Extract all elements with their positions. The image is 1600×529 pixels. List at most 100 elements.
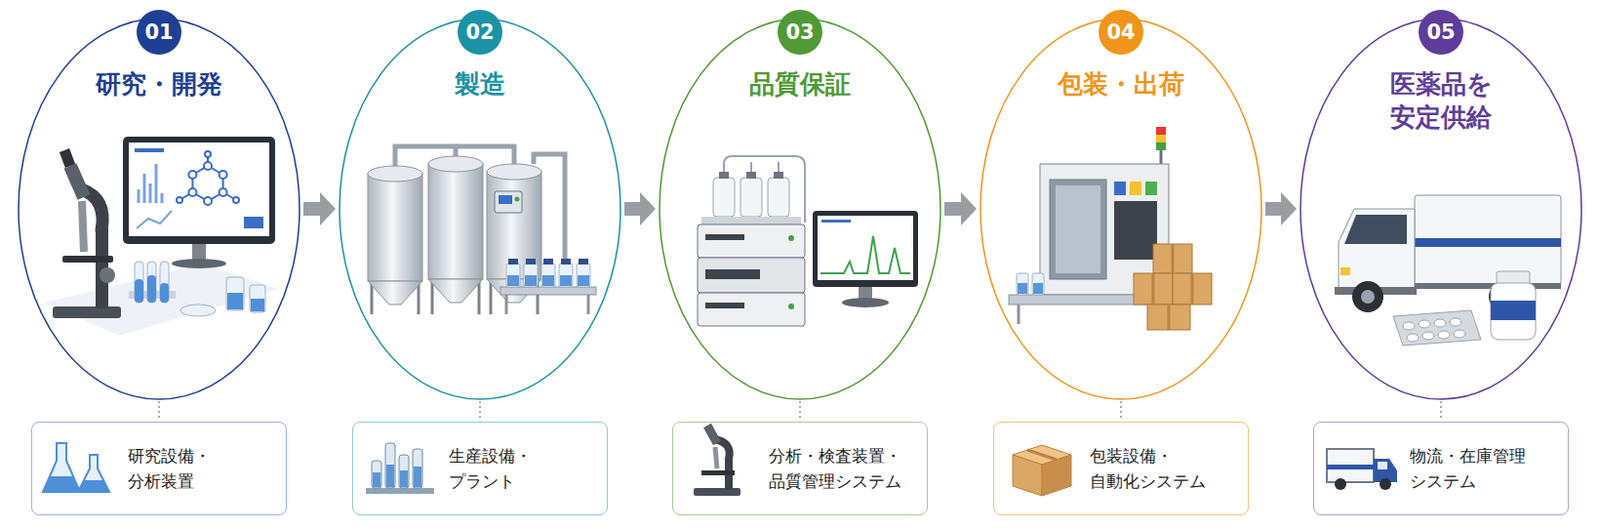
tube-rack-icon [365, 487, 435, 494]
lab-illustration [176, 197, 183, 203]
lab-illustration [203, 161, 212, 170]
delivery-illustration [1414, 195, 1561, 285]
dotted-leader [1440, 400, 1442, 421]
carton-icon [1027, 449, 1057, 460]
lab-illustration [180, 304, 216, 317]
delivery-illustration [1414, 238, 1561, 247]
plant-illustration [498, 195, 513, 204]
plant-illustration [428, 279, 483, 303]
lab-illustration [243, 216, 264, 229]
stage-title: 品質保証 [749, 68, 851, 102]
analyzer-illustration [697, 292, 805, 326]
stage-title: 医薬品を 安定供給 [1377, 68, 1505, 135]
delivery-illustration [1414, 282, 1561, 289]
analyzer-illustration [817, 215, 914, 280]
truck-icon [1326, 448, 1374, 482]
equipment-label: 物流・在庫管理 システム [1409, 442, 1557, 495]
delivery-illustration [1352, 280, 1384, 313]
lab-illustration [204, 151, 211, 158]
plant-illustration [428, 156, 483, 172]
analyzer-illustration [841, 297, 889, 308]
lab-illustration [249, 284, 266, 313]
delivery-illustration [1453, 329, 1466, 338]
lab-illustration [188, 170, 197, 179]
plant-illustration [525, 258, 536, 265]
plant-illustration [506, 263, 591, 287]
lab-illustration [219, 170, 228, 179]
analyzer-illustration [705, 269, 760, 280]
analyzer-illustration [812, 210, 919, 287]
equipment-box: 生産設備・ プラント [352, 421, 608, 516]
packaging-illustration [1160, 150, 1163, 164]
plant-illustration [578, 258, 589, 265]
flow-arrow [944, 192, 977, 226]
packaging-illustration [1153, 243, 1193, 330]
packaging-illustration [1133, 243, 1212, 330]
stage-circle: 02製造 [338, 17, 622, 400]
plant-illustration [524, 275, 537, 286]
lab-illustration [134, 279, 144, 303]
delivery-illustration [1334, 195, 1561, 346]
plant-illustration [542, 275, 555, 286]
delivery-illustration [1490, 300, 1536, 320]
packaging-illustration [1033, 282, 1043, 294]
analyzer-illustration [767, 177, 790, 217]
flow-arrow [303, 192, 336, 226]
delivery-illustration [1402, 318, 1466, 342]
analyzer-illustration [820, 236, 911, 274]
lab-illustration [192, 165, 223, 201]
lab-illustration [250, 298, 265, 312]
flask-icon [78, 480, 110, 492]
packaging-illustration [1191, 273, 1195, 305]
packaging-illustration [1133, 273, 1173, 305]
delivery-illustration [1360, 289, 1375, 304]
packaging-illustration [1152, 273, 1156, 305]
plant-illustration [428, 163, 483, 280]
lab-illustration [70, 165, 84, 198]
packaging-illustration [1156, 142, 1166, 151]
plant-illustration [507, 275, 590, 286]
lab-illustration [149, 183, 153, 203]
packaging-illustration [1172, 273, 1212, 305]
step-number: 02 [457, 9, 503, 55]
lab-illustration [143, 173, 147, 203]
analyzer-illustration [705, 302, 745, 309]
step-number: 03 [777, 9, 823, 55]
dotted-leader [799, 400, 801, 421]
flask-icon [42, 476, 80, 492]
lab-illustration [160, 282, 169, 303]
lab-illustration [122, 136, 276, 244]
equipment-box: 包装設備・ 自動化システム [993, 421, 1249, 516]
stage-title: 包装・出荷 [1057, 68, 1185, 102]
lab-illustration [95, 226, 109, 309]
delivery-illustration [1340, 267, 1351, 276]
lab-illustration [52, 306, 121, 319]
plant-illustration [505, 294, 509, 315]
packaging-illustration [1171, 243, 1175, 274]
lab-illustration [128, 142, 270, 237]
plant-illustration [587, 294, 591, 315]
lab-illustration [147, 275, 157, 303]
packaging-illustration [1156, 126, 1166, 135]
flow-arrow [1265, 192, 1297, 226]
plant-illustration [508, 258, 589, 265]
stage-ellipse [18, 18, 300, 400]
carton-icon [1041, 454, 1072, 496]
stage-circle: 04包装・出荷 [979, 17, 1263, 400]
lab-illustration [179, 154, 237, 201]
equipment-box: 物流・在庫管理 システム [1313, 421, 1569, 516]
equipment-box: 研究設備・ 分析装置 [31, 421, 287, 516]
lab-illustration [136, 210, 172, 229]
stage-circle: 03品質保証 [658, 17, 942, 400]
plant-illustration [507, 275, 520, 286]
lab-illustration [233, 197, 240, 203]
lab-illustration [176, 151, 240, 205]
packaging-illustration [1167, 304, 1171, 330]
plant-illustration [367, 173, 423, 281]
equipment-label: 包装設備・ 自動化システム [1089, 442, 1237, 495]
plant-illustration [576, 263, 591, 287]
stage-ellipse [1300, 18, 1582, 400]
packaging-illustration [1129, 181, 1142, 196]
truck-icon [1379, 478, 1392, 490]
tube-rack-icon [385, 442, 396, 488]
